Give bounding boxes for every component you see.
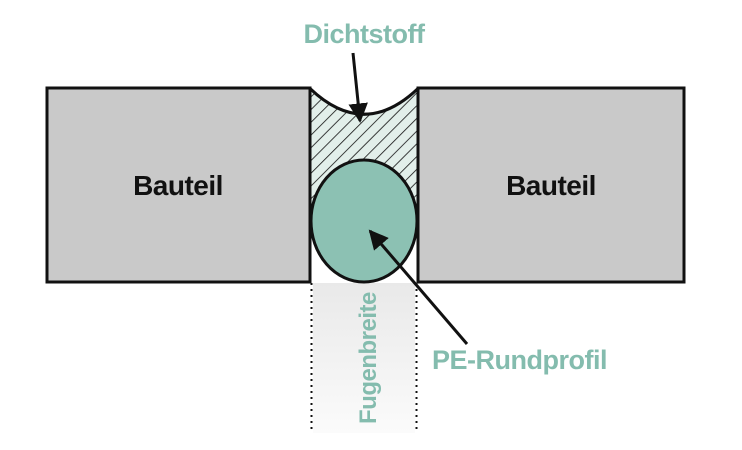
sealant-label: Dichtstoff [304,19,426,49]
joint-width-band [313,283,415,433]
component-right [416,86,686,284]
component-right-label: Bauteil [506,170,596,201]
joint-width-label: Fugenbreite [355,292,382,424]
component-left [45,86,312,284]
sealant-arrow [348,52,368,123]
backer-rod-label: PE-Rundprofil [432,345,607,375]
backer-rod-arrow [368,229,469,345]
component-left-label: Bauteil [133,170,223,201]
backer-rod [309,158,419,284]
